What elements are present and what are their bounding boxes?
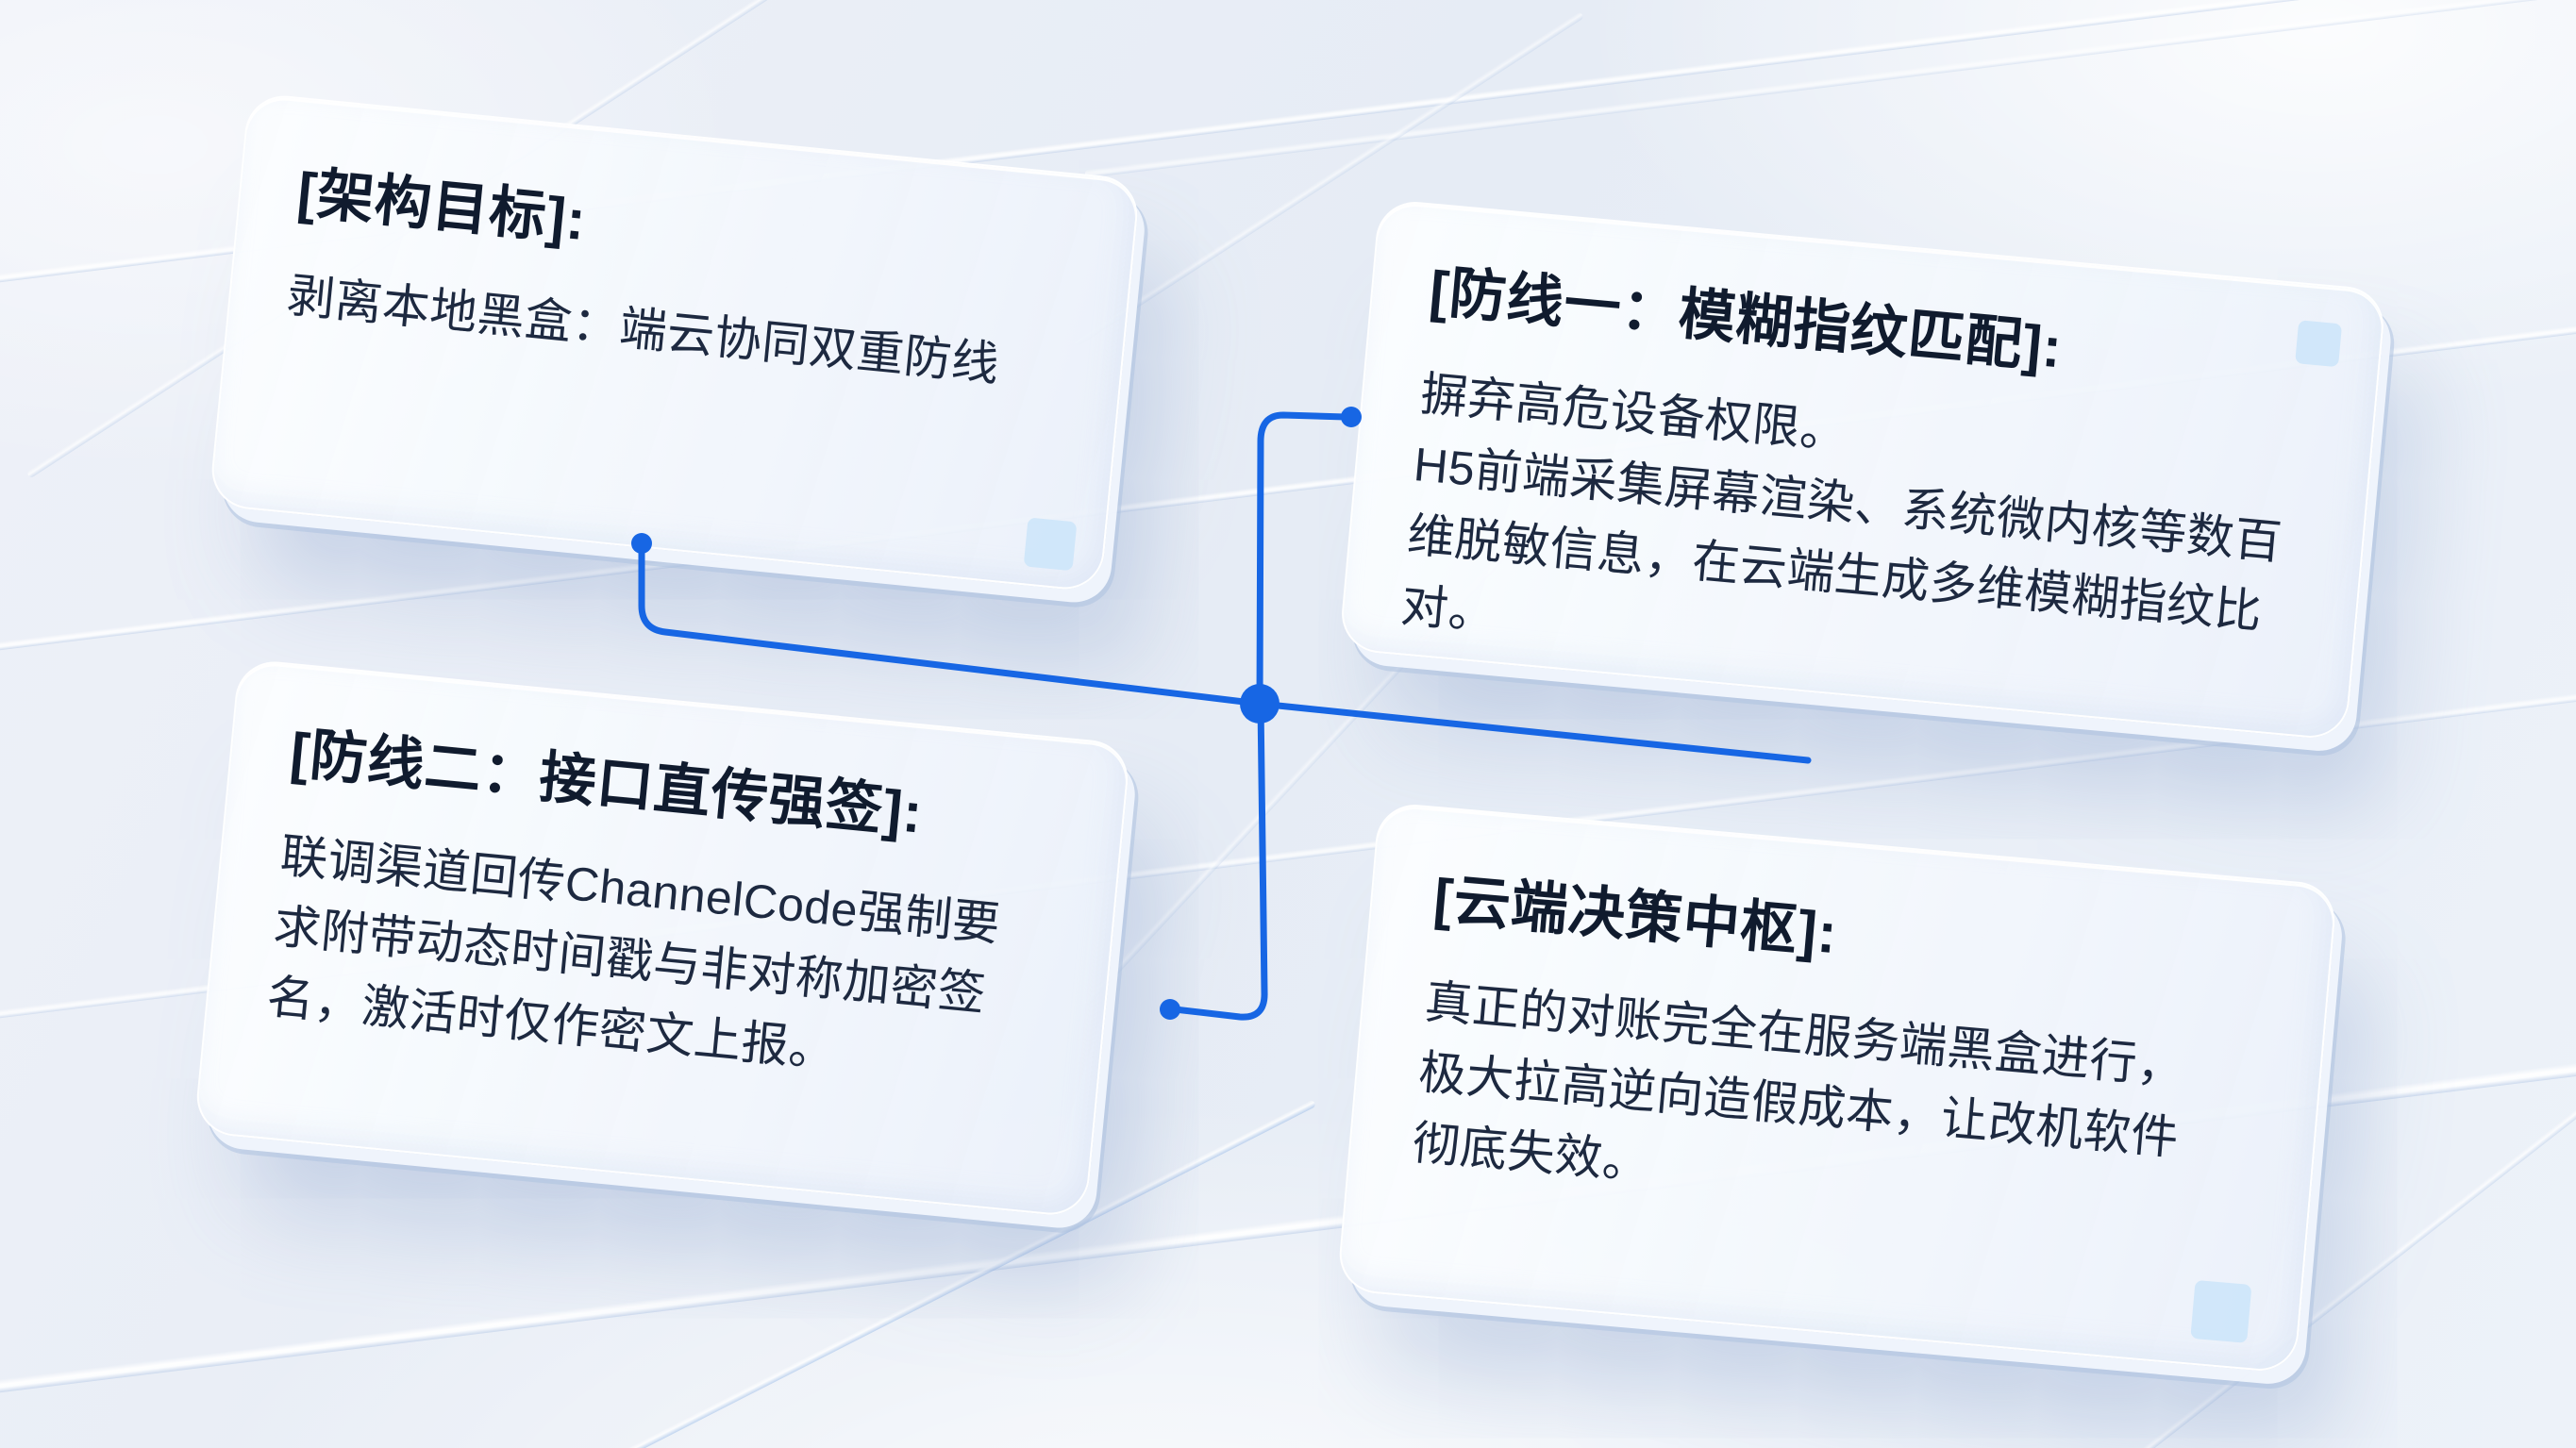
card-defense-line-2: [防线二：接口直传强签]: 联调渠道回传ChannelCode强制要求附带动态时…	[192, 657, 1132, 1219]
card-architecture-goal: [架构目标]: 剥离本地黑盒：端云协同双重防线	[208, 92, 1142, 593]
node-dot-defense-line-2	[1160, 999, 1180, 1020]
card-body-text: 联调渠道回传ChannelCode强制要求附带动态时间戳与非对称加密签名，激活时…	[264, 828, 1003, 1077]
card-body-text: 真正的对账完全在服务端黑盒进行，极大拉高逆向造假成本，让改机软件彻底失效。	[1410, 974, 2187, 1190]
connector-line-hub-to-defense2	[1171, 700, 1268, 1021]
hub-node	[1240, 684, 1280, 724]
tile-seam	[1084, 0, 2576, 178]
glass-accent-square	[1023, 517, 1078, 572]
card-defense-line-1: [防线一：模糊指纹匹配]: 摒弃高危设备权限。 H5前端采集屏幕渲染、系统微内核…	[1338, 198, 2387, 741]
card-cloud-decision-hub: [云端决策中枢]: 真正的对账完全在服务端黑盒进行，极大拉高逆向造假成本，让改机…	[1336, 801, 2338, 1374]
card-body: 摒弃高危设备权限。 H5前端采集屏幕渲染、系统微内核等数百维脱敏信息，在云端生成…	[1398, 358, 2315, 722]
card-body: 联调渠道回传ChannelCode强制要求附带动态时间戳与非对称加密签名，激活时…	[264, 821, 1026, 1104]
connector-line-hub-to-defense1	[1256, 411, 1349, 707]
card-body: 真正的对账完全在服务端黑盒进行，极大拉高逆向造假成本，让改机软件彻底失效。	[1410, 967, 2228, 1248]
glass-accent-square	[2295, 320, 2343, 368]
glass-accent-square	[2190, 1279, 2252, 1343]
